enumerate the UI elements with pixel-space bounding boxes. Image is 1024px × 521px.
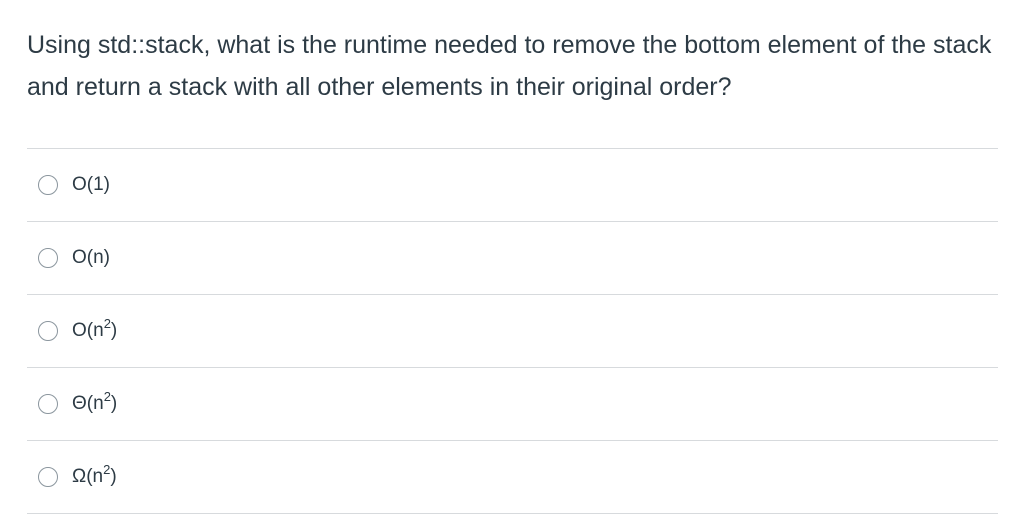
answer-option-4[interactable]: Θ(n2) [27, 368, 998, 441]
answer-option-1[interactable]: O(1) [27, 149, 998, 222]
answer-label-close: ) [110, 320, 118, 341]
radio-button-icon[interactable] [38, 467, 58, 487]
answer-list: O(1) O(n) O(n2) Θ(n2) Ω(n2) [27, 148, 998, 514]
answer-label-exponent: 2 [103, 461, 111, 477]
answer-option-3[interactable]: O(n2) [27, 295, 998, 368]
answer-label: O(1) [72, 173, 110, 197]
answer-label-text: Ω(n [72, 466, 104, 487]
radio-button-icon[interactable] [38, 321, 58, 341]
radio-button-icon[interactable] [38, 394, 58, 414]
answer-label: O(n) [72, 246, 110, 270]
answer-label-text: O(1) [72, 174, 110, 195]
answer-label: O(n2) [72, 315, 118, 343]
answer-label-exponent: 2 [103, 315, 111, 331]
answer-option-2[interactable]: O(n) [27, 222, 998, 295]
answer-label: Θ(n2) [72, 388, 118, 416]
answer-label-text: Θ(n [72, 393, 104, 414]
answer-label-text: O(n [72, 320, 104, 341]
answer-label-text: O(n) [72, 247, 110, 268]
answer-label-close: ) [110, 393, 118, 414]
answer-label-exponent: 2 [103, 388, 111, 404]
radio-button-icon[interactable] [38, 175, 58, 195]
question-text: Using std::stack, what is the runtime ne… [27, 31, 992, 101]
answer-label-close: ) [110, 466, 117, 487]
answer-label: Ω(n2) [72, 461, 117, 489]
answer-option-5[interactable]: Ω(n2) [27, 441, 998, 514]
radio-button-icon[interactable] [38, 248, 58, 268]
